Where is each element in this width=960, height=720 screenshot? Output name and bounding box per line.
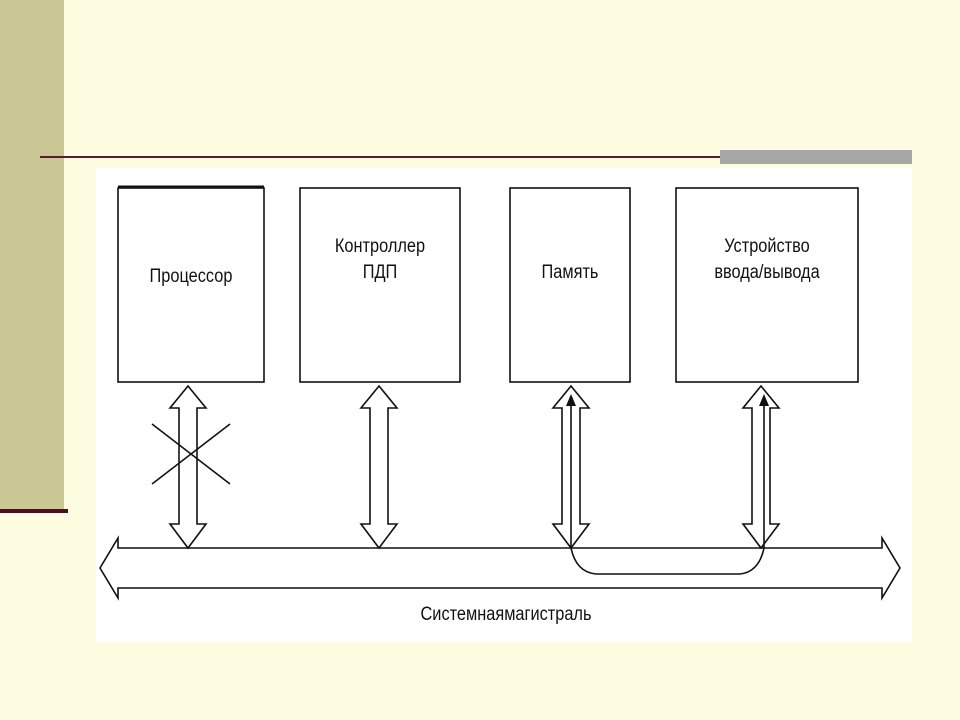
memory-transfer-arrowhead [566, 394, 576, 406]
io-device-block [675, 187, 859, 383]
processor-blocked-cross-b [151, 423, 231, 485]
memory-block [509, 187, 631, 383]
dma-transfer-path [570, 402, 765, 575]
io-device-label-line2: ввода/вывода [714, 262, 820, 283]
memory-label: Память [541, 262, 599, 283]
dma-bus-arrow [359, 384, 399, 550]
title-rule [40, 156, 912, 158]
sidebar-underline [0, 509, 68, 513]
system-bus-arrow [99, 535, 901, 601]
io-transfer-arrowhead [759, 394, 769, 406]
system-bus-diagram [99, 185, 901, 601]
io-device-label: Устройство ввода/вывода [689, 234, 846, 286]
dma-controller-label-line1: Контроллер [334, 236, 426, 257]
dma-controller-label: Контроллер ПДП [311, 234, 449, 286]
dma-controller-block [299, 187, 461, 383]
io-bus-arrow [741, 384, 781, 550]
io-device-label-line1: Устройство [724, 236, 810, 257]
system-bus-label: Системнаямагистраль [420, 604, 592, 625]
title-rule-accent [720, 150, 912, 164]
processor-label: Процессор [149, 266, 233, 287]
dma-controller-label-line2: ПДП [362, 262, 398, 283]
sidebar-decoration [0, 0, 64, 512]
diagram-canvas: Процессор Контроллер ПДП Память Устройст… [96, 168, 912, 642]
